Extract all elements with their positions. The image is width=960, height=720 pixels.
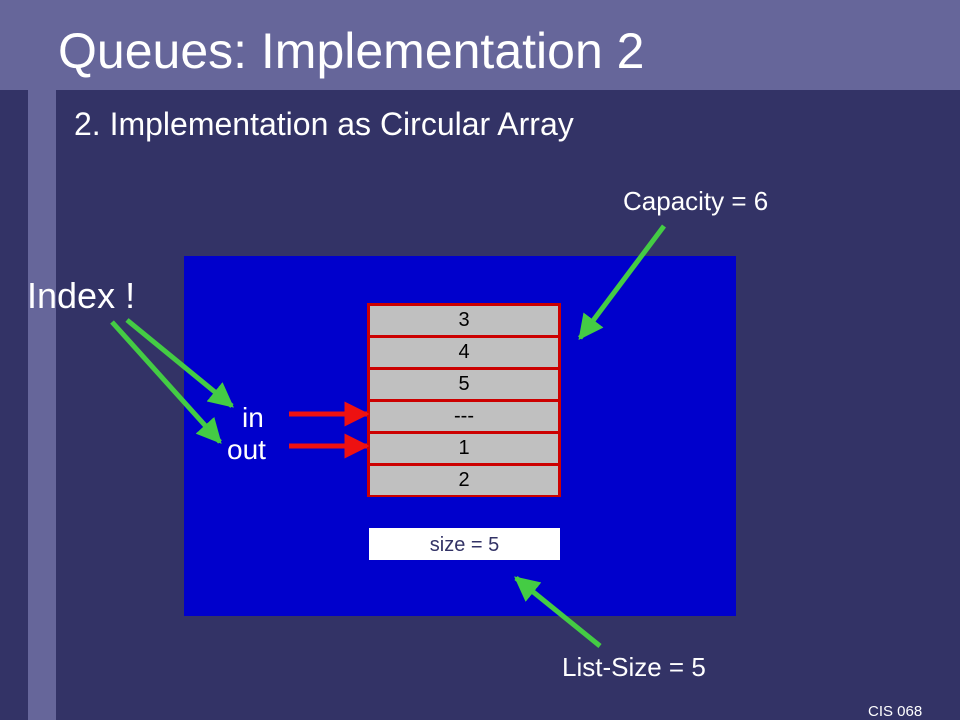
- array-cell-4: 1: [370, 434, 558, 463]
- title-band: [0, 0, 960, 90]
- circular-array: 3 4 5 --- 1 2: [367, 303, 561, 497]
- left-stripe: [28, 90, 56, 720]
- array-cell-2: 5: [370, 370, 558, 399]
- array-cell-5: 2: [370, 466, 558, 495]
- list-size-label: List-Size = 5: [562, 652, 706, 682]
- left-band: [0, 90, 28, 720]
- array-cell-3: ---: [370, 402, 558, 431]
- out-pointer-label: out: [227, 434, 266, 465]
- slide-subtitle: 2. Implementation as Circular Array: [74, 106, 574, 142]
- size-box: size = 5: [369, 528, 560, 560]
- array-cell-1: 4: [370, 338, 558, 367]
- array-cell-0: 3: [370, 306, 558, 335]
- index-label: Index !: [27, 275, 136, 316]
- in-pointer-label: in: [242, 402, 264, 433]
- slide-title: Queues: Implementation 2: [58, 23, 645, 79]
- course-footer: CIS 068: [868, 703, 923, 720]
- capacity-label: Capacity = 6: [623, 186, 769, 216]
